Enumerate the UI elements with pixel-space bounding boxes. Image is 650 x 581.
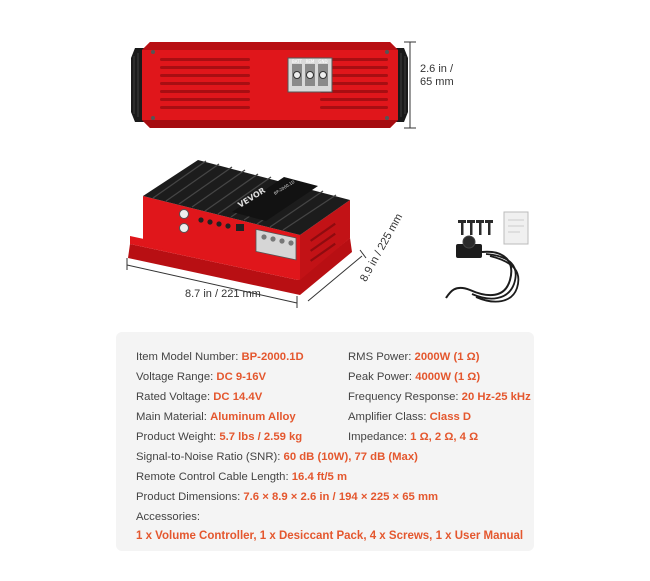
terminal-label-gnd: GND	[318, 59, 327, 64]
depth-dimension-line	[307, 249, 367, 302]
spec-frequency-response: Frequency Response: 20 Hz-25 kHz	[348, 391, 531, 403]
spec-snr: Signal-to-Noise Ratio (SNR): 60 dB (10W)…	[136, 451, 418, 463]
spec-remote-cable-length: Remote Control Cable Length: 16.4 ft/5 m	[136, 471, 348, 483]
spec-rated-voltage: Rated Voltage: DC 14.4V	[136, 391, 263, 403]
specifications-card: Item Model Number: BP-2000.1D Voltage Ra…	[116, 332, 534, 551]
spec-product-weight: Product Weight: 5.7 lbs / 2.59 kg	[136, 431, 303, 443]
spec-accessories-value: 1 x Volume Controller, 1 x Desiccant Pac…	[136, 530, 524, 542]
screws-icon	[458, 220, 493, 235]
desiccant-pack-icon	[503, 211, 529, 245]
amplifier-front-view: BATT REM GND	[131, 42, 408, 128]
terminal-label-rem: REM	[306, 59, 315, 64]
spec-rms-power: RMS Power: 2000W (1 Ω)	[348, 351, 480, 363]
height-dimension-line	[404, 41, 416, 129]
spec-main-material: Main Material: Aluminum Alloy	[136, 411, 296, 423]
spec-accessories-label: Accessories:	[136, 511, 201, 523]
spec-product-dimensions: Product Dimensions: 7.6 × 8.9 × 2.6 in /…	[136, 491, 439, 503]
height-dimension-label: 2.6 in / 65 mm	[420, 63, 454, 89]
spec-impedance: Impedance: 1 Ω, 2 Ω, 4 Ω	[348, 431, 479, 443]
product-illustration: BATT REM GND	[126, 41, 529, 308]
spec-amplifier-class: Amplifier Class: Class D	[348, 411, 472, 423]
spec-voltage-range: Voltage Range: DC 9-16V	[136, 371, 267, 383]
amplifier-isometric-view: VEVOR BP-2000.1D	[128, 160, 352, 295]
width-dimension-label: 8.7 in / 221 mm	[185, 288, 261, 300]
spec-model-number: Item Model Number: BP-2000.1D	[136, 351, 304, 363]
terminal-label-batt: BATT	[292, 59, 303, 64]
volume-controller-icon	[445, 235, 520, 303]
spec-peak-power: Peak Power: 4000W (1 Ω)	[348, 371, 481, 383]
width-dimension-line	[126, 258, 298, 308]
amplifier-drawings: BATT REM GND	[126, 41, 529, 308]
